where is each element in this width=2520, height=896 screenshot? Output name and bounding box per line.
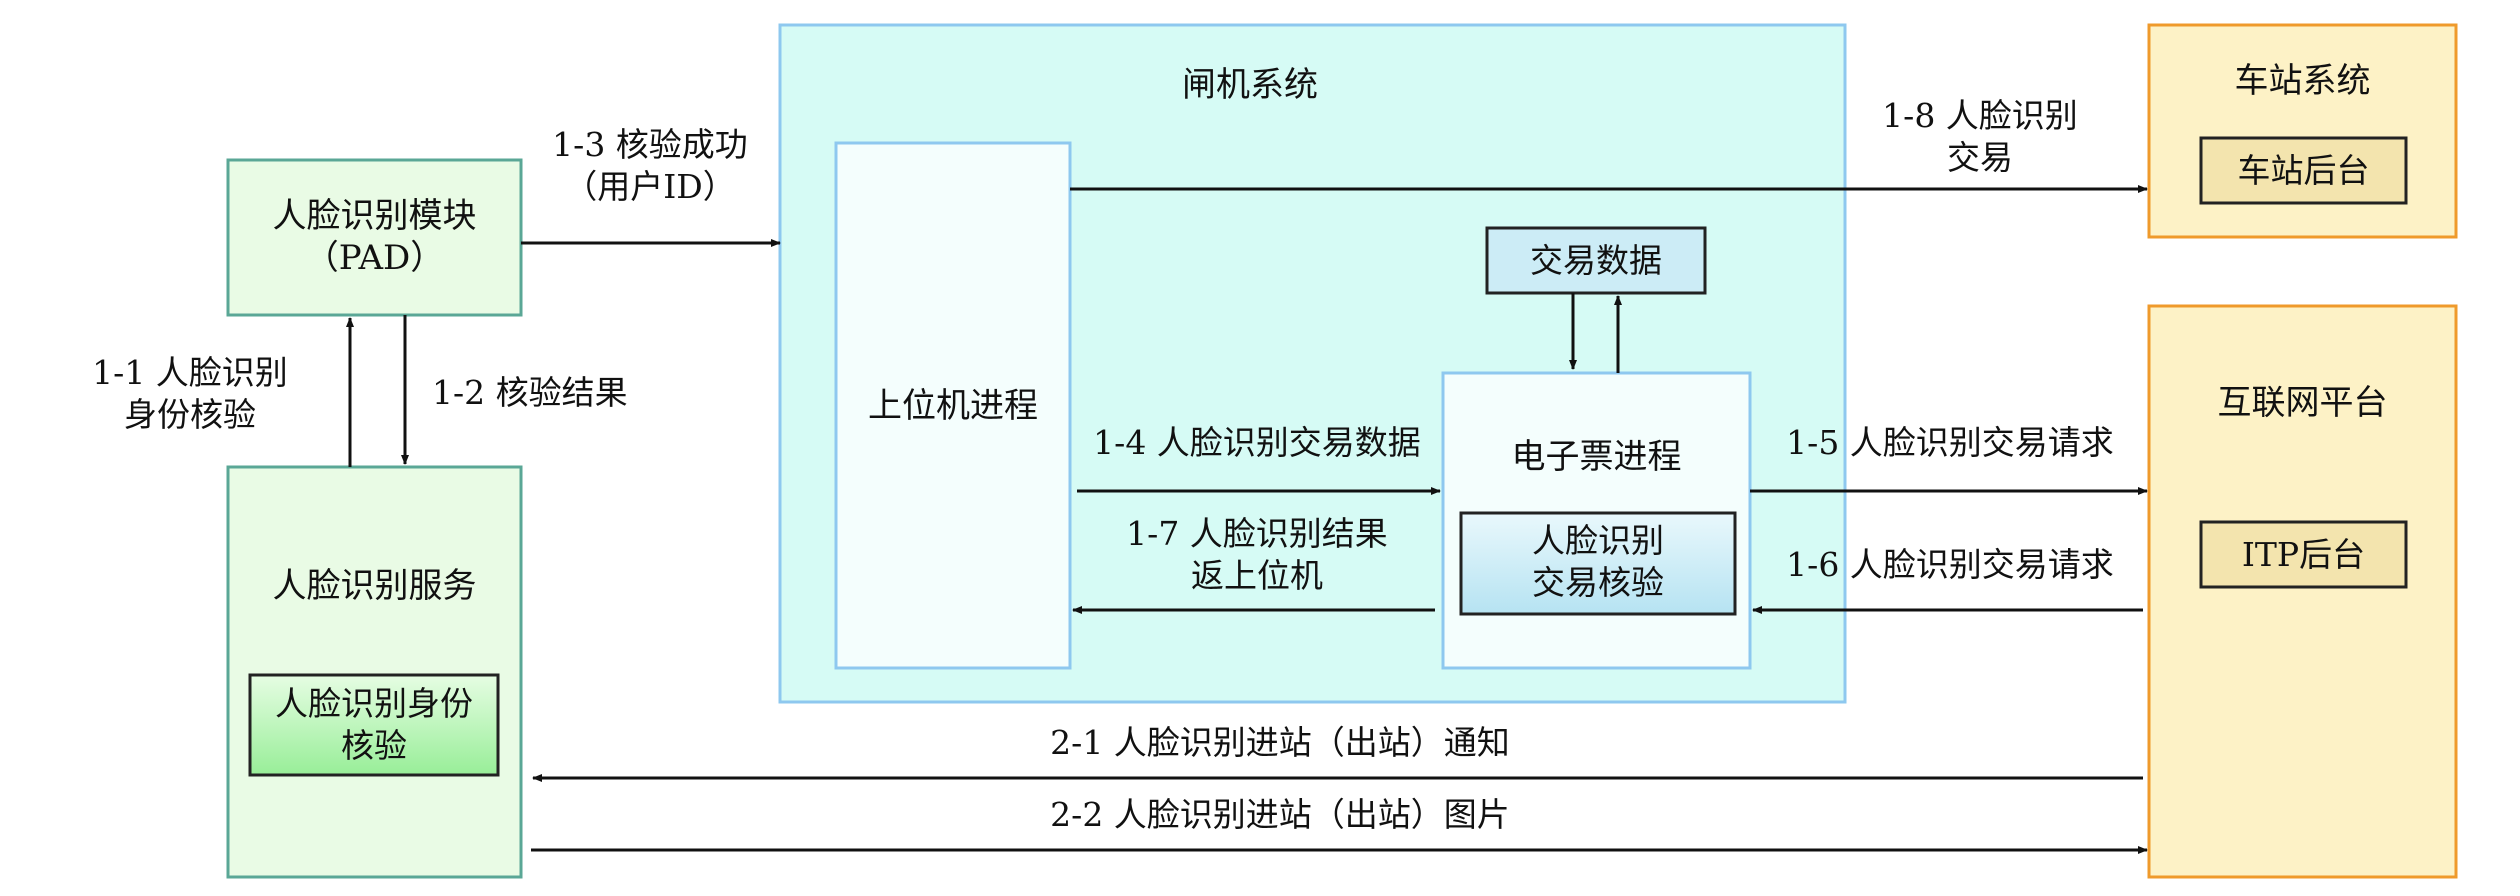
face-identity-verify-line-2: 核验 <box>341 726 407 765</box>
face-trans-verify-line-2: 交易核验 <box>1532 563 1664 602</box>
edge-1-8-line-1: 1-8 人脸识别 <box>1882 96 2078 135</box>
face-identity-verify-label: 人脸识别身份 核验 <box>250 683 498 767</box>
etk-process-label: 电子票进程 <box>1511 437 1682 477</box>
edge-1-7-line-2: 返上位机 <box>1191 556 1323 595</box>
itp-backend-box <box>2199 520 2408 589</box>
face-trans-verify-line-1: 人脸识别 <box>1532 521 1664 560</box>
face-identity-verify-box <box>248 673 500 777</box>
edge-1-1-label: 1-1 人脸识别 身份核验 <box>75 352 305 436</box>
edge-2-1-label: 2-1 人脸识别进站（出站）通知 <box>1050 723 1510 762</box>
edge-1-7-label: 1-7 人脸识别结果 返上位机 <box>1072 513 1442 597</box>
gate-system-label: 闸机系统 <box>1182 65 1318 105</box>
edge-1-3-line-2: （用户ID） <box>564 167 736 206</box>
edge-1-1-line-1: 1-1 人脸识别 <box>92 353 288 392</box>
edge-2-2-label: 2-2 人脸识别进站（出站）图片 <box>1050 795 1510 834</box>
edge-1-1-line-2: 身份核验 <box>124 395 256 434</box>
face-service-label: 人脸识别服务 <box>272 566 477 606</box>
edge-1-8-line-2: 交易 <box>1947 138 2013 177</box>
face-service-box <box>226 465 523 879</box>
edge-1-2-label: 1-2 核验结果 <box>432 373 628 412</box>
internet-platform-label: 互联网平台 <box>2217 383 2388 423</box>
edge-1-3-label: 1-3 核验成功 （用户ID） <box>530 124 770 208</box>
face-module-box <box>226 158 523 317</box>
itp-backend-label: ITP后台 <box>2241 535 2366 574</box>
station-backend-box <box>2199 136 2408 205</box>
host-process-box <box>834 141 1072 670</box>
face-module-line-1: 人脸识别模块 <box>272 196 477 236</box>
edge-1-4-label: 1-4 人脸识别交易数据 <box>1093 423 1421 462</box>
transaction-data-box <box>1485 226 1707 295</box>
edge-1-6-label: 1-6 人脸识别交易请求 <box>1786 545 2114 584</box>
edge-1-7-line-1: 1-7 人脸识别结果 <box>1126 514 1388 553</box>
face-trans-verify-box <box>1459 511 1737 616</box>
face-module-line-2: （PAD） <box>304 238 445 278</box>
transaction-data-label: 交易数据 <box>1530 241 1662 280</box>
host-process-label: 上位机进程 <box>868 386 1038 426</box>
face-identity-verify-line-1: 人脸识别身份 <box>275 684 473 723</box>
station-backend-label: 车站后台 <box>2237 151 2370 190</box>
face-trans-verify-label: 人脸识别 交易核验 <box>1461 520 1735 604</box>
face-module-label: 人脸识别模块 （PAD） <box>228 195 521 279</box>
internet-platform-box <box>2147 304 2458 879</box>
edge-1-5-label: 1-5 人脸识别交易请求 <box>1786 423 2114 462</box>
edge-1-3-line-1: 1-3 核验成功 <box>552 125 748 164</box>
station-system-label: 车站系统 <box>2234 61 2371 101</box>
edge-1-8-label: 1-8 人脸识别 交易 <box>1860 95 2100 179</box>
